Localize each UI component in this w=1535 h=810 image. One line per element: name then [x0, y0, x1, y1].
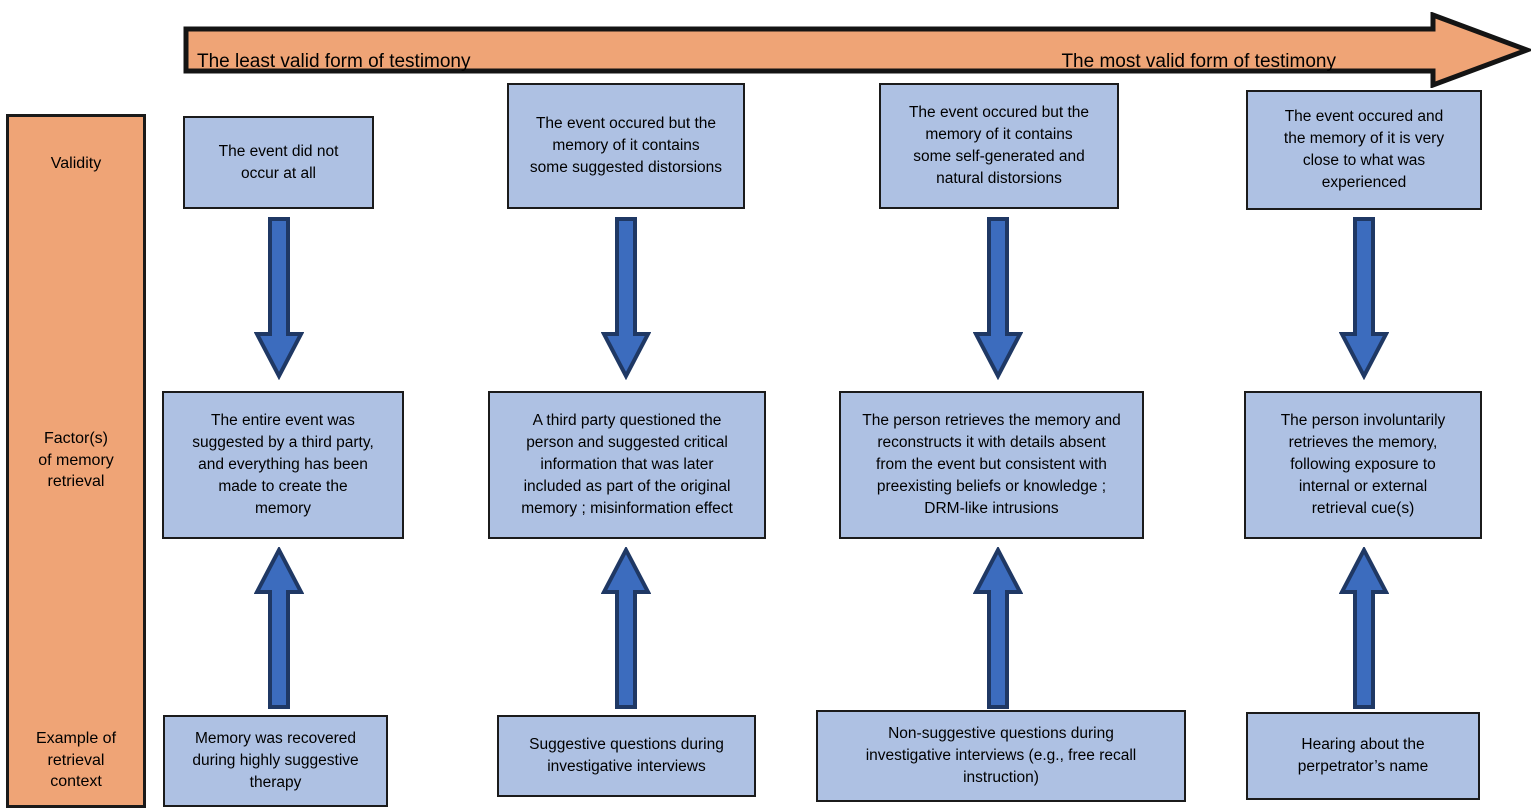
example-node-column-2: Suggestive questions during investigativ…: [497, 715, 756, 797]
right-arrow-icon: [183, 12, 1531, 88]
row-label-factors-of-memory-retrieval: Factor(s) of memory retrieval: [38, 430, 114, 491]
down-arrow-column-4: [1339, 216, 1389, 380]
down-arrow-column-2: [601, 216, 651, 380]
up-arrow-column-4: [1339, 547, 1389, 710]
down-arrow-column-1: [254, 216, 304, 380]
validity-node-column-2: The event occured but the memory of it c…: [507, 83, 745, 209]
factor-node-column-3: The person retrieves the memory and reco…: [839, 391, 1144, 539]
banner-most-valid-label: The most valid form of testimony: [1061, 51, 1336, 72]
example-node-column-4: Hearing about the perpetrator’s name: [1246, 712, 1480, 800]
up-arrow-icon: [254, 547, 304, 709]
up-arrow-column-3: [973, 547, 1023, 710]
up-arrow-column-2: [601, 547, 651, 710]
example-node-column-3: Non-suggestive questions during investig…: [816, 710, 1186, 802]
up-arrow-icon: [1339, 547, 1389, 709]
down-arrow-icon: [254, 217, 304, 380]
row-label-validity: Validity: [50, 155, 102, 172]
down-arrow-icon: [601, 217, 651, 380]
validity-node-column-4: The event occured and the memory of it i…: [1246, 90, 1482, 210]
factor-node-column-1: The entire event was suggested by a thir…: [162, 391, 404, 539]
validity-node-column-3: The event occured but the memory of it c…: [879, 83, 1119, 209]
row-label-example-of-retrieval-context: Example of retrieval context: [35, 730, 117, 791]
example-node-column-1: Memory was recovered during highly sugge…: [163, 715, 388, 807]
banner-least-valid-label: The least valid form of testimony: [197, 51, 471, 72]
up-arrow-icon: [601, 547, 651, 709]
validity-node-column-1: The event did not occur at all: [183, 116, 374, 209]
up-arrow-icon: [973, 547, 1023, 709]
validity-gradient-banner: The least valid form of testimony The mo…: [183, 12, 1531, 88]
row-label-panel: Validity Factor(s) of memory retrieval E…: [6, 114, 146, 808]
down-arrow-icon: [1339, 217, 1389, 380]
down-arrow-column-3: [973, 216, 1023, 380]
factor-node-column-4: The person involuntarily retrieves the m…: [1244, 391, 1482, 539]
factor-node-column-2: A third party questioned the person and …: [488, 391, 766, 539]
down-arrow-icon: [973, 217, 1023, 380]
up-arrow-column-1: [254, 547, 304, 710]
